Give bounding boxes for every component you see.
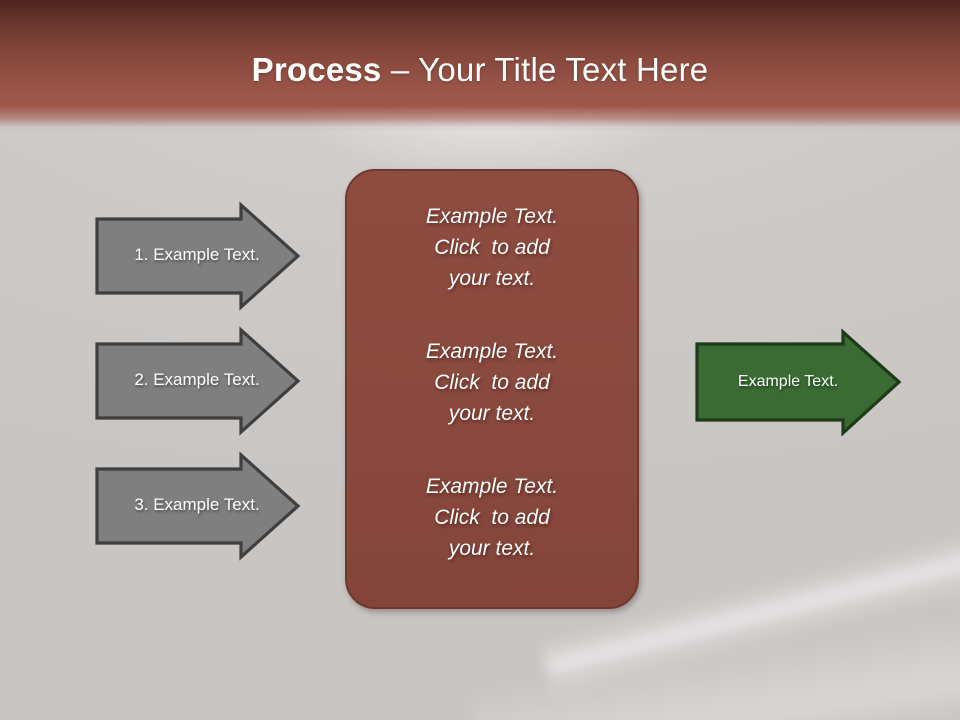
result-arrow-shape <box>695 328 902 437</box>
step-arrow-1[interactable]: 1. Example Text. <box>95 201 301 311</box>
step-arrow-2[interactable]: 2. Example Text. <box>95 326 301 436</box>
panel-text-block-2: Example Text. Click to add your text. <box>367 336 617 429</box>
step-arrow-3[interactable]: 3. Example Text. <box>95 451 301 561</box>
panel-text-block-1-line-3: your text. <box>448 267 536 290</box>
panel-text-block-1: Example Text. Click to add your text. <box>367 201 617 294</box>
process-detail-panel-content: Example Text. Click to add your text. Ex… <box>347 171 637 607</box>
panel-text-block-2-line-1: Example Text. <box>425 340 559 363</box>
panel-text-block-3-line-1: Example Text. <box>425 475 559 498</box>
panel-text-block-2-line-3: your text. <box>448 402 536 425</box>
step-arrow-1-shape <box>95 201 301 311</box>
page-title-strong: Process <box>251 51 382 88</box>
panel-text-block-2-line-2: Click to add <box>434 371 550 394</box>
page-title-rest: – Your Title Text Here <box>381 51 709 88</box>
result-arrow[interactable]: Example Text. <box>695 328 902 437</box>
step-arrow-2-shape <box>95 326 301 436</box>
panel-text-block-1-line-1: Example Text. <box>425 205 559 228</box>
step-arrow-3-shape <box>95 451 301 561</box>
page-title: Process – Your Title Text Here <box>0 50 960 90</box>
process-detail-panel[interactable]: Example Text. Click to add your text. Ex… <box>345 169 639 609</box>
panel-text-block-1-line-2: Click to add <box>434 236 550 259</box>
panel-text-block-3-line-3: your text. <box>448 537 536 560</box>
panel-text-block-3: Example Text. Click to add your text. <box>367 471 617 564</box>
panel-text-block-3-line-2: Click to add <box>434 506 550 529</box>
